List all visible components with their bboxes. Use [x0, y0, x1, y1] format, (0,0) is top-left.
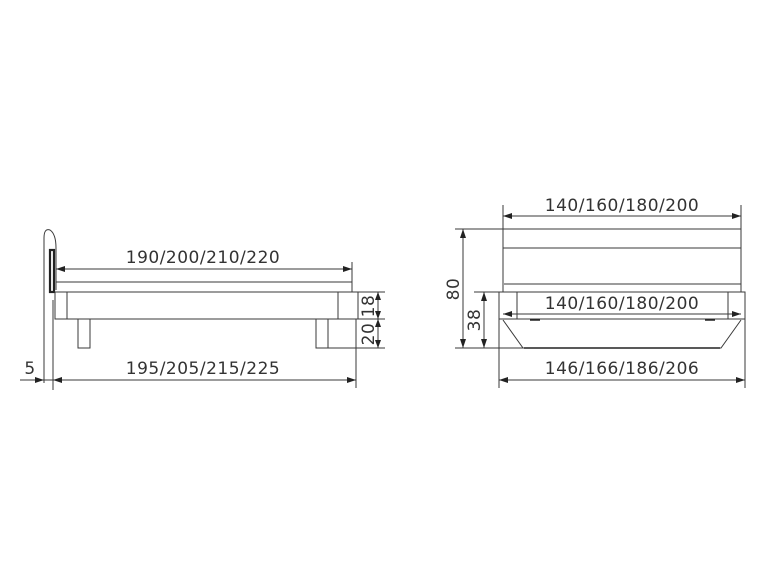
overall-width-label: 146/166/186/206	[545, 359, 699, 379]
top-width-label: 140/160/180/200	[545, 196, 699, 216]
headboard-offset-label: 5	[24, 359, 35, 379]
total-height-label: 80	[444, 278, 464, 301]
side-frame	[54, 291, 359, 320]
side-view: 190/200/210/220 195/205/215/225 5 18 20	[20, 229, 385, 390]
headboard-outline	[43, 229, 57, 383]
frame-height-label: 18	[359, 295, 379, 318]
frame-top-height-label: 38	[465, 309, 485, 332]
front-frame	[498, 291, 746, 320]
overall-length-label: 195/205/215/225	[126, 359, 280, 379]
side-leg-left	[77, 318, 91, 349]
front-view: 140/160/180/200 140/160/180/200 80 38	[444, 196, 746, 388]
front-base	[502, 319, 742, 349]
mattress-length-label: 190/200/210/220	[126, 248, 280, 268]
headboard-cushion	[48, 248, 56, 294]
leg-height-label: 20	[359, 323, 379, 346]
inner-width-label: 140/160/180/200	[545, 294, 699, 314]
side-leg-right	[315, 318, 329, 349]
